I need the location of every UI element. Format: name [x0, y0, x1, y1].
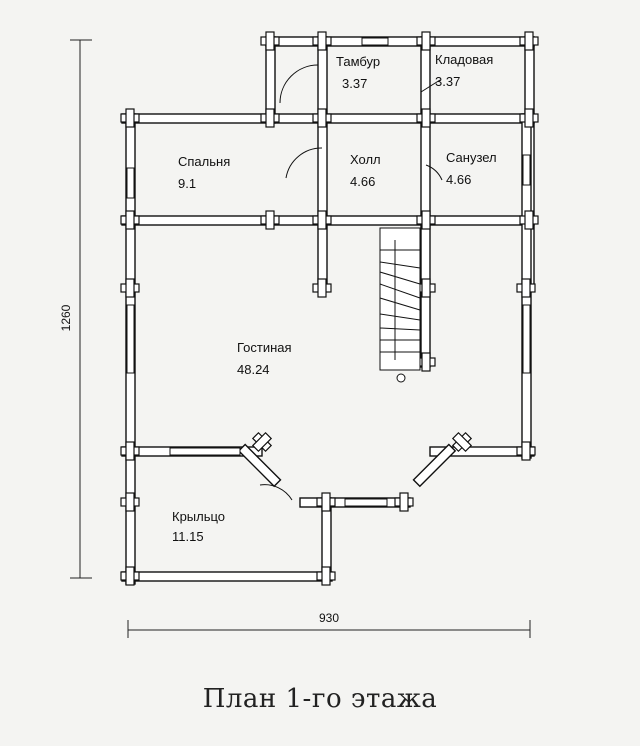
door-swings — [259, 64, 443, 570]
log-crosses — [120, 31, 539, 586]
room-name-gostinaya: Гостиная — [237, 340, 292, 355]
room-name-sanuzel: Санузел — [446, 150, 497, 165]
room-name-tambur: Тамбур — [336, 54, 380, 69]
room-area-sanuzel: 4.66 — [446, 172, 471, 187]
height-dimension-label: 1260 — [59, 304, 73, 331]
room-area-krylco: 11.15 — [172, 529, 204, 544]
room-area-gostinaya: 48.24 — [237, 362, 270, 377]
room-labels: Тамбур 3.37 Кладовая 3.37 Спальня 9.1 Хо… — [172, 52, 497, 544]
plan-caption: План 1-го этажа — [202, 684, 438, 714]
room-area-kladovaya: 3.37 — [435, 74, 460, 89]
room-area-holl: 4.66 — [350, 174, 375, 189]
dimension-lines — [70, 39, 531, 638]
room-area-tambur: 3.37 — [342, 76, 367, 91]
room-name-holl: Холл — [350, 152, 381, 167]
staircase — [379, 227, 421, 383]
width-dimension-label: 930 — [319, 611, 339, 625]
room-name-krylco: Крыльцо — [172, 509, 225, 524]
room-area-spalnya: 9.1 — [178, 176, 196, 191]
windows — [126, 37, 531, 507]
room-name-kladovaya: Кладовая — [435, 52, 493, 67]
room-name-spalnya: Спальня — [178, 154, 230, 169]
